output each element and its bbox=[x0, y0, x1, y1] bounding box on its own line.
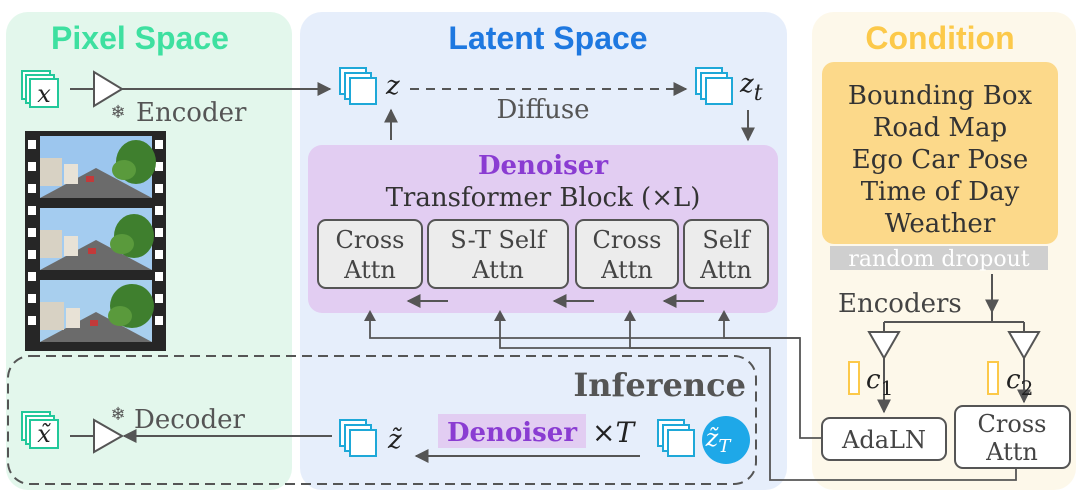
zT-label: z̃T bbox=[705, 424, 733, 457]
street-frame-1 bbox=[40, 136, 156, 198]
inference-denoiser-label: Denoiser bbox=[447, 418, 577, 448]
routing-arrowheads bbox=[364, 310, 730, 321]
z-tilde-stack-icon bbox=[339, 419, 377, 457]
zT-noise-circle bbox=[702, 416, 750, 464]
attn-block-3-line2: Attn bbox=[600, 256, 653, 284]
cross-attn-line1: Cross bbox=[978, 410, 1047, 438]
encoder-c1-icon bbox=[867, 331, 901, 361]
attn-block-1-line1: Cross bbox=[336, 226, 405, 254]
zt-label: zt bbox=[739, 69, 763, 106]
x-label: x bbox=[37, 80, 51, 108]
x-tilde-stack-icon bbox=[21, 411, 59, 449]
attn-block-cross-1: Cross Attn bbox=[317, 219, 423, 289]
transformer-block-title: Transformer Block (×L) bbox=[386, 183, 701, 213]
inference-panel bbox=[7, 355, 757, 485]
random-dropout-label: random dropout bbox=[848, 247, 1029, 272]
attn-block-2-line2: Attn bbox=[471, 256, 524, 284]
inference-title: Inference bbox=[573, 366, 746, 404]
adaln-routing-lines bbox=[369, 316, 856, 439]
cross-attn-routing-lines bbox=[499, 316, 1017, 481]
encoder-snowflake-icon: ❄ bbox=[110, 102, 125, 122]
cross-attn-line2: Attn bbox=[985, 438, 1038, 466]
attn-block-4-line2: Attn bbox=[699, 256, 752, 284]
decoder-icon bbox=[93, 418, 125, 454]
attn-block-1-line2: Attn bbox=[343, 256, 396, 284]
zt-stack-icon bbox=[695, 67, 733, 105]
encoder-c2-icon bbox=[1007, 331, 1041, 361]
attn-block-3-line1: Cross bbox=[593, 226, 662, 254]
encoder-label: Encoder bbox=[136, 98, 247, 128]
cross-attn-box bbox=[954, 405, 1071, 469]
inference-denoiser-highlight bbox=[438, 414, 586, 448]
x-tilde-label: x̃ bbox=[37, 420, 51, 448]
c2-label: c2 bbox=[1006, 365, 1033, 400]
decoder-snowflake-icon: ❄ bbox=[110, 404, 125, 424]
c2-token-icon bbox=[987, 361, 999, 395]
pixel-space-title: Pixel Space bbox=[51, 20, 229, 56]
decoder-label: Decoder bbox=[134, 405, 245, 435]
adaln-box bbox=[821, 417, 947, 461]
c1-token-icon bbox=[848, 361, 860, 395]
condition-item-4: Time of Day bbox=[861, 177, 1020, 207]
c1-label: c1 bbox=[866, 365, 893, 400]
times-t-label: ×T bbox=[592, 416, 636, 449]
attn-block-st-self: S-T Self Attn bbox=[427, 219, 569, 289]
video-filmstrip bbox=[25, 131, 166, 351]
diffuse-label: Diffuse bbox=[496, 95, 589, 125]
condition-title: Condition bbox=[865, 20, 1014, 56]
z-label: z bbox=[385, 71, 400, 101]
latent-space-title: Latent Space bbox=[448, 20, 647, 56]
z-stack-icon bbox=[339, 67, 377, 105]
x-stack-icon bbox=[21, 70, 59, 108]
zT-stack-icon bbox=[657, 419, 695, 457]
encoder-icon bbox=[93, 70, 124, 108]
condition-box bbox=[822, 62, 1058, 244]
encoders-label: Encoders bbox=[838, 289, 962, 319]
z-tilde-label: z̃ bbox=[387, 425, 403, 455]
street-frame-2 bbox=[40, 208, 154, 270]
condition-item-3: Ego Car Pose bbox=[852, 145, 1028, 175]
encoders-split-lines bbox=[883, 312, 1025, 332]
condition-item-1: Bounding Box bbox=[848, 81, 1033, 111]
condition-item-2: Road Map bbox=[873, 113, 1007, 143]
attn-block-4-line1: Self bbox=[702, 226, 751, 254]
attn-block-cross-2: Cross Attn bbox=[575, 219, 679, 289]
condition-item-5: Weather bbox=[885, 209, 996, 239]
random-dropout-bar bbox=[830, 246, 1048, 270]
attn-block-self: Self Attn bbox=[683, 219, 769, 289]
denoiser-title: Denoiser bbox=[478, 151, 608, 181]
street-frame-3 bbox=[40, 280, 154, 342]
attn-block-2-line1: S-T Self bbox=[450, 226, 548, 254]
adaln-label: AdaLN bbox=[841, 426, 926, 454]
